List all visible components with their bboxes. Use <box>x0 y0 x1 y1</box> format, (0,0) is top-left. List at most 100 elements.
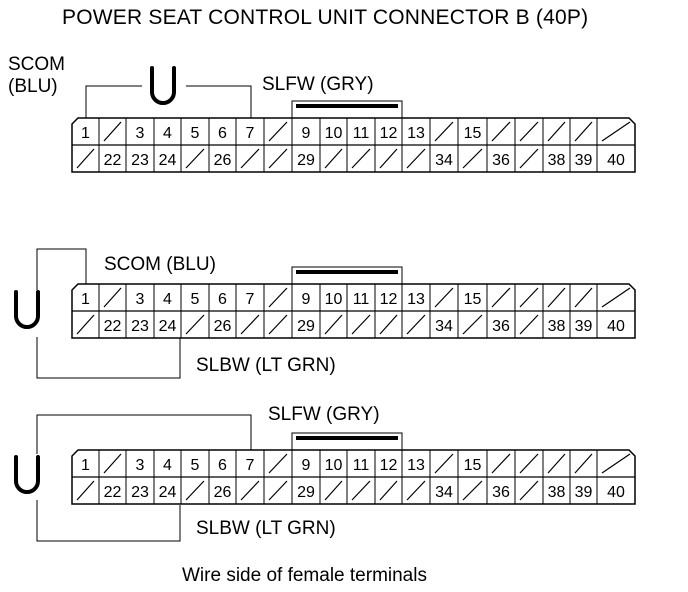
unused-cavity-slash <box>547 287 566 308</box>
terminal-number: 34 <box>435 318 453 335</box>
unused-cavity-slash <box>406 480 426 501</box>
probe-wire <box>36 500 181 542</box>
unused-cavity-slash <box>519 121 539 142</box>
terminal-number: 29 <box>297 152 315 169</box>
unused-cavity-slash <box>601 453 631 474</box>
terminal-number: 36 <box>492 152 510 169</box>
unused-cavity-slash <box>103 287 122 308</box>
terminal-number: 24 <box>159 318 177 335</box>
terminal-number: 1 <box>81 125 90 142</box>
unused-cavity-slash <box>434 121 454 142</box>
probe-wire <box>36 337 181 379</box>
unused-cavity-slash <box>268 287 288 308</box>
connector-latch-bar <box>296 270 398 274</box>
terminal-number: 5 <box>191 457 200 474</box>
terminal-number: 36 <box>492 318 510 335</box>
unused-cavity-slash <box>574 121 593 142</box>
unused-cavity-slash <box>76 480 95 501</box>
terminal-number: 24 <box>159 484 177 501</box>
terminal-number: 24 <box>159 152 177 169</box>
unused-cavity-slash <box>103 121 122 142</box>
terminal-number: 40 <box>607 318 625 335</box>
unused-cavity-slash <box>434 287 454 308</box>
multimeter-u-icon <box>14 290 40 329</box>
multimeter-u-icon <box>150 66 176 105</box>
terminal-number: 15 <box>464 125 482 142</box>
unused-cavity-slash <box>434 453 454 474</box>
terminal-number: 40 <box>607 484 625 501</box>
terminal-number: 7 <box>246 125 255 142</box>
unused-cavity-slash <box>519 480 539 501</box>
connector-outline <box>71 449 636 505</box>
terminal-number: 10 <box>325 291 343 308</box>
terminal-number: 3 <box>136 125 145 142</box>
probe-wire <box>36 248 87 290</box>
unused-cavity-slash <box>379 314 398 335</box>
probe-wire <box>85 85 142 118</box>
unused-cavity-slash <box>519 148 539 169</box>
terminal-number: 13 <box>407 125 425 142</box>
terminal-number: 26 <box>214 484 232 501</box>
terminal-number: 9 <box>302 125 311 142</box>
unused-cavity-slash <box>351 480 371 501</box>
terminal-number: 15 <box>464 457 482 474</box>
multimeter-u-icon <box>14 455 40 494</box>
terminal-number: 34 <box>435 152 453 169</box>
unused-cavity-slash <box>601 121 631 142</box>
terminal-number: 29 <box>297 484 315 501</box>
terminal-number: 5 <box>191 291 200 308</box>
terminal-number: 22 <box>104 484 122 501</box>
unused-cavity-slash <box>406 314 426 335</box>
terminal-number: 13 <box>407 457 425 474</box>
unused-cavity-slash <box>519 287 539 308</box>
terminal-number: 10 <box>325 125 343 142</box>
slfw-label: SLFW (GRY) <box>268 404 380 425</box>
connector-outline <box>71 283 636 339</box>
terminal-number: 34 <box>435 484 453 501</box>
unused-cavity-slash <box>324 480 343 501</box>
connector-outline <box>71 117 636 173</box>
diagram-title: POWER SEAT CONTROL UNIT CONNECTOR B (40P… <box>62 6 589 29</box>
terminal-number: 11 <box>353 457 370 474</box>
unused-cavity-slash <box>240 314 260 335</box>
unused-cavity-slash <box>406 148 426 169</box>
connector-latch-bar <box>296 436 398 440</box>
unused-cavity-slash <box>185 480 205 501</box>
unused-cavity-slash <box>462 148 483 169</box>
unused-cavity-slash <box>268 480 288 501</box>
terminal-number: 12 <box>380 125 398 142</box>
unused-cavity-slash <box>324 314 343 335</box>
unused-cavity-slash <box>351 314 371 335</box>
scom-label: SCOM <box>8 54 65 75</box>
terminal-number: 1 <box>81 291 90 308</box>
terminal-number: 6 <box>218 125 227 142</box>
slbw-label: SLBW (LT GRN) <box>196 518 336 539</box>
unused-cavity-slash <box>268 314 288 335</box>
terminal-number: 23 <box>131 318 149 335</box>
terminal-number: 7 <box>246 457 255 474</box>
unused-cavity-slash <box>379 480 398 501</box>
terminal-number: 4 <box>163 125 172 142</box>
terminal-number: 7 <box>246 291 255 308</box>
unused-cavity-slash <box>268 121 288 142</box>
terminal-number: 26 <box>214 152 232 169</box>
connector-latch-bar <box>296 104 398 108</box>
slbw-label: SLBW (LT GRN) <box>196 355 336 376</box>
unused-cavity-slash <box>462 314 483 335</box>
unused-cavity-slash <box>462 480 483 501</box>
terminal-number: 5 <box>191 125 200 142</box>
slfw-label: SLFW (GRY) <box>262 74 374 95</box>
terminal-number: 10 <box>325 457 343 474</box>
terminal-number: 3 <box>136 457 145 474</box>
terminal-number: 12 <box>380 457 398 474</box>
terminal-number: 38 <box>548 318 566 335</box>
connector-latch <box>291 266 403 284</box>
terminal-number: 3 <box>136 291 145 308</box>
scom-label: SCOM (BLU) <box>104 254 216 275</box>
unused-cavity-slash <box>240 148 260 169</box>
terminal-number: 38 <box>548 484 566 501</box>
